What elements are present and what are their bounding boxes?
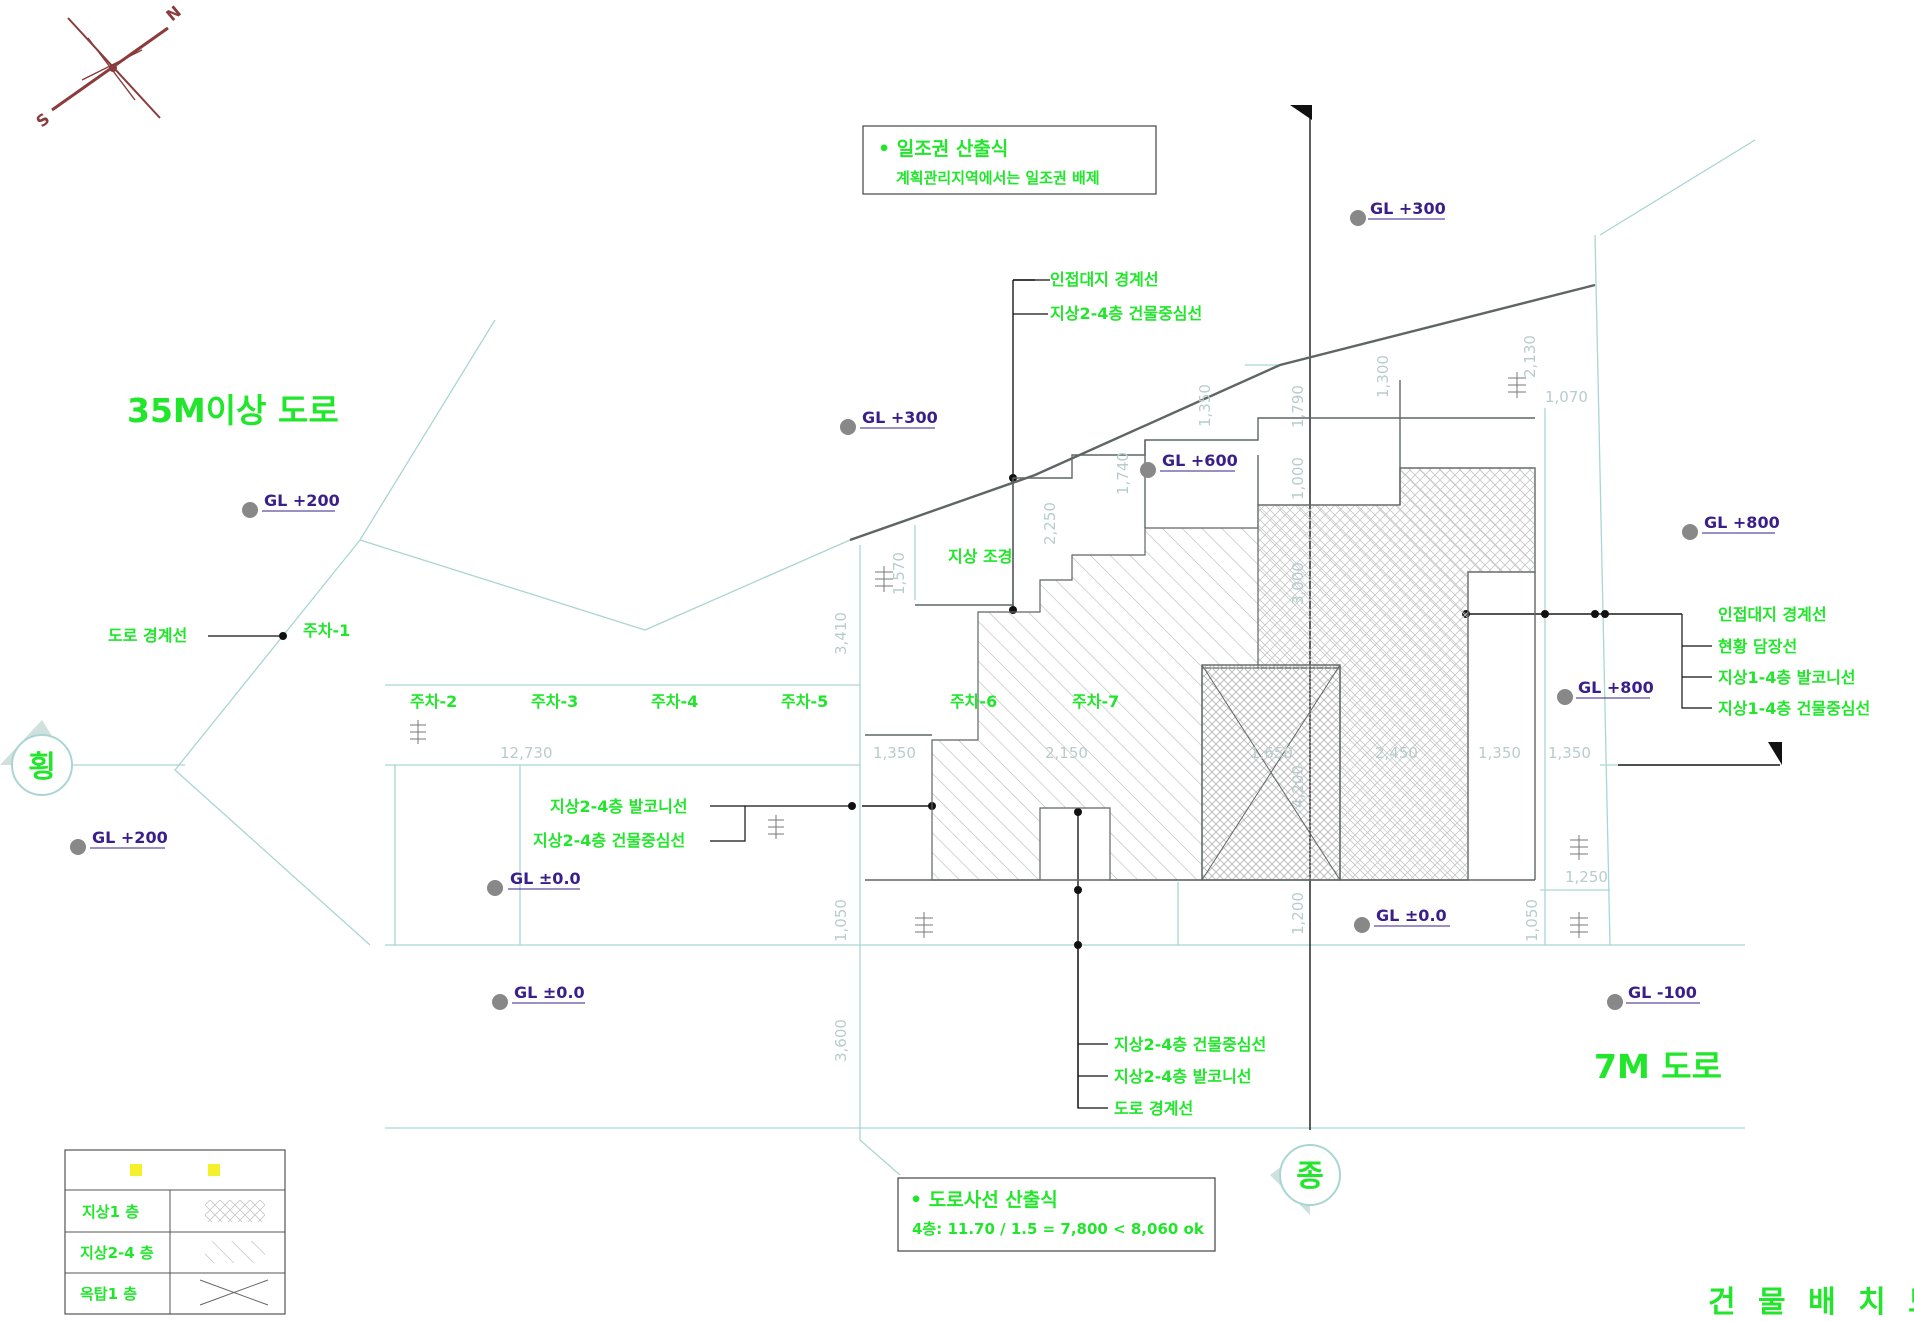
svg-text:1,200: 1,200 (1289, 892, 1307, 935)
svg-text:GL ±0.0: GL ±0.0 (1376, 906, 1447, 925)
site-lines (30, 139, 1780, 1176)
note-sunlight-title: • 일조권 산출식 (878, 138, 1008, 160)
legend-yellow-swatch (130, 1164, 142, 1176)
parking-labels: 주차-1 주차-2 주차-3 주차-4 주차-5 주차-6 주차-7 (303, 621, 1119, 711)
road-35m-label: 35M이상 도로 (127, 391, 339, 430)
svg-text:GL +200: GL +200 (92, 828, 168, 847)
svg-text:3,000: 3,000 (1289, 562, 1307, 605)
gl-marker: GL +800 (1557, 678, 1654, 705)
legend-yellow-swatch (208, 1164, 220, 1176)
svg-text:2,130: 2,130 (1521, 335, 1539, 378)
svg-text:2,250: 2,250 (1041, 502, 1059, 545)
svg-text:3,600: 3,600 (832, 1019, 850, 1062)
legend-table: 지상1 층 지상2-4 층 옥탑1 층 (64, 1149, 286, 1315)
dimensions: 12,730 1,350 2,150 1,650 2,450 1,350 1,3… (500, 335, 1608, 1062)
svg-text:GL +800: GL +800 (1704, 513, 1780, 532)
svg-text:1,000: 1,000 (1289, 457, 1307, 500)
note-road-line-body: 4층: 11.70 / 1.5 = 7,800 < 8,060 ok (912, 1220, 1205, 1238)
section-marker-lateral: 횡 (0, 720, 73, 796)
svg-text:GL -100: GL -100 (1628, 983, 1697, 1002)
gl-marker: GL +300 (840, 408, 938, 435)
parking-label: 주차-6 (950, 692, 997, 711)
svg-text:1,300: 1,300 (1374, 355, 1392, 398)
gl-marker: GL +600 (1140, 451, 1238, 478)
svg-text:3,410: 3,410 (832, 612, 850, 655)
section-mark-longitudinal: 종 (1296, 1159, 1324, 1194)
legend-row-label: 옥탑1 층 (80, 1285, 137, 1303)
parking-label: 주차-3 (531, 692, 578, 711)
svg-text:1,250: 1,250 (1565, 868, 1608, 886)
road-7m-label: 7M 도로 (1594, 1047, 1722, 1086)
label-right-center-line: 지상1-4층 건물중심선 (1718, 699, 1870, 718)
svg-text:4,200: 4,200 (1289, 765, 1307, 808)
svg-text:1,350: 1,350 (1196, 384, 1214, 427)
parking-label: 주차-2 (410, 692, 457, 711)
svg-text:GL +600: GL +600 (1162, 451, 1238, 470)
label-right-adjacent-boundary: 인접대지 경계선 (1718, 605, 1827, 624)
svg-text:GL ±0.0: GL ±0.0 (514, 983, 585, 1002)
label-left-road-boundary: 도로 경계선 (108, 626, 187, 645)
gl-marker: GL ±0.0 (492, 983, 585, 1010)
parking-label: 주차-7 (1072, 692, 1119, 711)
legend-row-label: 지상1 층 (82, 1203, 139, 1221)
compass-north-label: N (162, 2, 184, 25)
label-right-fence: 현황 담장선 (1718, 637, 1797, 656)
gl-markers: GL +300 GL +200 GL +300 GL +600 GL +800 … (70, 199, 1780, 1010)
svg-text:1,350: 1,350 (1548, 744, 1591, 762)
label-right-balcony: 지상1-4층 발코니선 (1718, 668, 1856, 687)
gl-marker: GL +200 (70, 828, 168, 855)
svg-text:GL +300: GL +300 (862, 408, 938, 427)
svg-text:1,350: 1,350 (1478, 744, 1521, 762)
compass-south-label: S (32, 109, 53, 131)
drawing-title: 건 물 배 치 도 (1708, 1285, 1914, 1320)
equipment-marks (410, 372, 1588, 938)
svg-text:1,790: 1,790 (1289, 385, 1307, 428)
label-top-center-line: 지상2-4층 건물중심선 (1050, 304, 1202, 323)
svg-text:GL +200: GL +200 (264, 491, 340, 510)
label-mid-balcony: 지상2-4층 발코니선 (550, 797, 688, 816)
label-bottom-road-boundary: 도로 경계선 (1114, 1099, 1193, 1118)
svg-text:1,050: 1,050 (1523, 899, 1541, 942)
legend-row-label: 지상2-4 층 (80, 1244, 154, 1262)
label-bottom-balcony: 지상2-4층 발코니선 (1114, 1067, 1252, 1086)
section-mark-lateral: 횡 (28, 750, 56, 785)
svg-text:2,450: 2,450 (1375, 744, 1418, 762)
svg-text:12,730: 12,730 (500, 744, 553, 762)
svg-text:GL ±0.0: GL ±0.0 (510, 869, 581, 888)
legend-swatch-floor1 (205, 1200, 265, 1222)
svg-text:GL +800: GL +800 (1578, 678, 1654, 697)
gl-marker: GL +300 (1350, 199, 1446, 226)
label-bottom-center-line: 지상2-4층 건물중심선 (1114, 1035, 1266, 1054)
svg-text:1,650: 1,650 (1250, 744, 1293, 762)
gl-marker: GL +200 (242, 491, 340, 518)
property-boundary-line (849, 283, 1596, 542)
note-road-line-title: • 도로사선 산출식 (910, 1189, 1058, 1211)
note-road-line-box: • 도로사선 산출식 4층: 11.70 / 1.5 = 7,800 < 8,0… (897, 1177, 1216, 1252)
compass-rose-icon: N S (32, 2, 184, 131)
svg-text:1,740: 1,740 (1114, 452, 1132, 495)
gl-marker: GL ±0.0 (1354, 906, 1450, 933)
gl-marker: GL ±0.0 (487, 869, 581, 896)
label-landscape: 지상 조경 (948, 547, 1012, 566)
callouts: 인접대지 경계선 지상2-4층 건물중심선 지상 조경 도로 경계선 지상2-4… (108, 270, 1870, 1118)
svg-text:1,050: 1,050 (832, 899, 850, 942)
svg-text:1,350: 1,350 (873, 744, 916, 762)
note-sunlight-body: 계획관리지역에서는 일조권 배제 (896, 169, 1100, 187)
svg-text:1,070: 1,070 (1545, 388, 1588, 406)
svg-text:2,150: 2,150 (1045, 744, 1088, 762)
legend-swatch-floor2-4 (205, 1241, 265, 1263)
parking-label: 주차-1 (303, 621, 350, 640)
parking-label: 주차-4 (651, 692, 698, 711)
label-mid-center-line: 지상2-4층 건물중심선 (533, 831, 685, 850)
gl-marker: GL -100 (1607, 983, 1700, 1010)
svg-text:GL +300: GL +300 (1370, 199, 1446, 218)
svg-text:1,570: 1,570 (890, 552, 908, 595)
parking-label: 주차-5 (781, 692, 828, 711)
note-sunlight-box: • 일조권 산출식 계획관리지역에서는 일조권 배제 (862, 125, 1157, 195)
building-footprint (865, 380, 1536, 881)
gl-marker: GL +800 (1682, 513, 1780, 540)
section-marker-longitudinal: 종 (1270, 1144, 1341, 1215)
label-top-adjacent-boundary: 인접대지 경계선 (1050, 270, 1159, 289)
